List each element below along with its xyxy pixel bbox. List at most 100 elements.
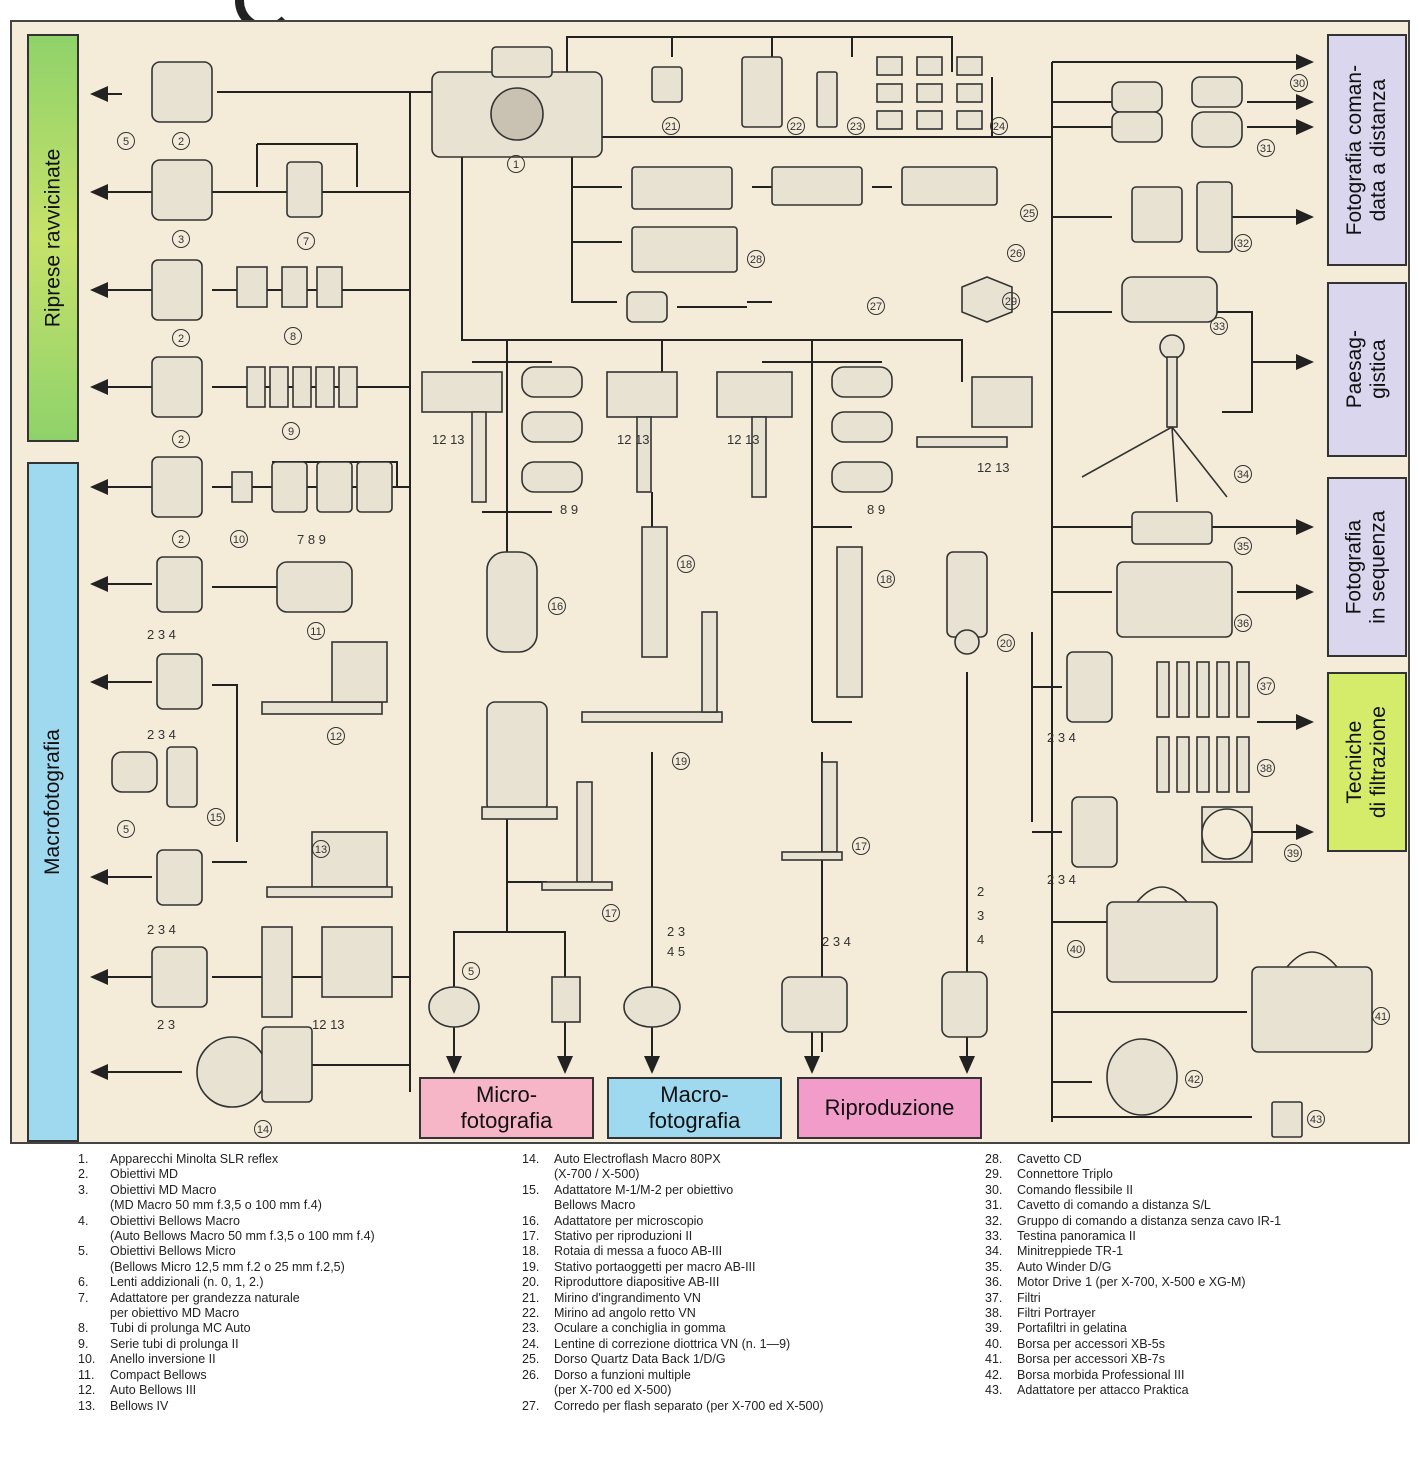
legend-item-number: 23.	[522, 1321, 540, 1336]
legend-item-text: Compact Bellows	[110, 1367, 207, 1382]
macrophotography-side-label: Macrofotografia	[27, 462, 79, 1142]
legend-item: 19.Stativo portaoggetti per macro AB-III	[522, 1260, 824, 1275]
legend-item-text: Stativo per riproduzioni II	[554, 1229, 693, 1244]
legend-item-text: Dorso a funzioni multiple	[554, 1367, 691, 1382]
legend-item-text: Lentine di correzione diottrica VN (n. 1…	[554, 1336, 791, 1351]
legend-item-text: Adattatore M-1/M-2 per obiettivo	[554, 1182, 734, 1197]
legend-item-number: 18.	[522, 1244, 540, 1259]
legend-item: 29.Connettore Triplo	[985, 1167, 1281, 1182]
legend-item-number: 32.	[985, 1213, 1003, 1228]
legend-item-text: Rotaia di messa a fuoco AB-III	[554, 1244, 723, 1259]
part-number: 29	[1002, 292, 1020, 310]
part-number: 18	[877, 570, 895, 588]
legend-item-number: 40.	[985, 1336, 1003, 1351]
part-number: 32	[1234, 234, 1252, 252]
legend-item: 40.Borsa per accessori XB-5s	[985, 1337, 1281, 1352]
legend-item-text: Apparecchi Minolta SLR reflex	[110, 1152, 279, 1166]
microphotography-label: Micro- fotografia	[419, 1077, 594, 1139]
legend-item-text: Tubi di prolunga MC Auto	[110, 1321, 251, 1336]
part-number: 2	[172, 530, 190, 548]
part-number: 34	[1234, 465, 1252, 483]
legend-item-text: (MD Macro 50 mm f.3,5 o 100 mm f.4)	[110, 1198, 322, 1213]
legend-item: 7.Adattatore per grandezza naturale	[78, 1291, 375, 1306]
legend-item-text: Portafiltri in gelatina	[1017, 1321, 1127, 1336]
legend-item-text: Motor Drive 1 (per X-700, X-500 e XG-M)	[1017, 1275, 1246, 1290]
legend-item-text: per obiettivo MD Macro	[110, 1306, 240, 1321]
legend-item-number: 33.	[985, 1229, 1003, 1244]
system-diagram-panel: Riprese ravvicinate Macrofotografia Foto…	[10, 20, 1410, 1144]
reproduction-label: Riproduzione	[797, 1077, 982, 1139]
legend-item-number: 42.	[985, 1367, 1003, 1382]
legend-item: 32. Gruppo di comando a distanza senza ca…	[985, 1214, 1281, 1229]
legend-item-text: Serie tubi di prolunga II	[110, 1336, 239, 1351]
legend-item-number	[522, 1383, 554, 1398]
part-number: 2 3 4	[1047, 872, 1076, 887]
legend-item-number	[78, 1229, 110, 1244]
part-number: 41	[1372, 1007, 1390, 1025]
legend-item-number: 9.	[78, 1336, 89, 1351]
macrophotography-bottom-label: Macro- fotografia	[607, 1077, 782, 1139]
part-number: 3	[172, 230, 190, 248]
landscape-label: Paesag- gistica	[1327, 282, 1407, 457]
part-number: 2 3 4	[147, 627, 176, 642]
legend-item-text: Anello inversione II	[110, 1352, 216, 1367]
part-number: 13	[312, 840, 330, 858]
sequence-photography-label: Fotografia in sequenza	[1327, 477, 1407, 657]
legend-item-number: 5.	[78, 1244, 89, 1259]
legend-item-number: 14.	[522, 1152, 540, 1166]
legend-item: 4.Obiettivi Bellows Macro	[78, 1214, 375, 1229]
legend-item: 18. Rotaia di messa a fuoco AB-III	[522, 1244, 824, 1259]
legend-item-text: Obiettivi MD Macro	[110, 1182, 217, 1197]
legend-item-number	[78, 1306, 110, 1321]
part-number: 5	[117, 820, 135, 838]
legend-item-text: (per X-700 ed X-500)	[554, 1383, 672, 1398]
legend-item-number: 3.	[78, 1182, 89, 1197]
legend-item: 42.Borsa morbida Professional III	[985, 1368, 1281, 1383]
legend-item-text: Cavetto CD	[1017, 1152, 1082, 1166]
legend-item-number: 16.	[522, 1213, 540, 1228]
legend-item-text: Testina panoramica II	[1017, 1229, 1136, 1244]
legend-item: 10.Anello inversione II	[78, 1352, 375, 1367]
connection-lines	[90, 36, 1373, 1138]
legend-item: 26.Dorso a funzioni multiple	[522, 1368, 824, 1383]
part-number: 16	[548, 597, 566, 615]
legend-item-number	[78, 1198, 110, 1213]
part-number: 2	[172, 430, 190, 448]
legend-item: 6.Lenti addizionali (n. 0, 1, 2.)	[78, 1275, 375, 1290]
legend-item: 21.Mirino d'ingrandimento VN	[522, 1291, 824, 1306]
part-number: 5	[462, 962, 480, 980]
legend-item: 28.Cavetto CD	[985, 1152, 1281, 1167]
legend-item: 3. Obiettivi MD Macro	[78, 1183, 375, 1198]
part-number: 43	[1307, 1110, 1325, 1128]
legend-item-text: Corredo per flash separato (per X-700 ed…	[554, 1398, 824, 1413]
part-number: 33	[1210, 317, 1228, 335]
part-number: 12 13	[977, 460, 1010, 475]
part-number: 1	[507, 155, 525, 173]
part-number: 40	[1067, 940, 1085, 958]
legend-item-number: 4.	[78, 1213, 89, 1228]
legend-item-number: 30.	[985, 1182, 1003, 1197]
part-number: 12 13	[312, 1017, 345, 1032]
legend-item-text: Dorso Quartz Data Back 1/D/G	[554, 1352, 726, 1367]
legend-item-number: 20.	[522, 1275, 540, 1290]
legend-item-text: Bellows IV	[110, 1398, 169, 1413]
part-number: 35	[1234, 537, 1252, 555]
legend-item: 12.Auto Bellows III	[78, 1383, 375, 1398]
part-number: 7	[297, 232, 315, 250]
legend-item-number: 27.	[522, 1398, 540, 1413]
legend-item: 27. Corredo per flash separato (per X-700…	[522, 1399, 824, 1414]
legend-item-number: 7.	[78, 1290, 89, 1305]
legend-item: 13.Bellows IV	[78, 1399, 375, 1414]
part-number: 37	[1257, 677, 1275, 695]
legend-item-text: (Auto Bellows Macro 50 mm f.3,5 o 100 mm…	[110, 1229, 375, 1244]
part-number: 21	[662, 117, 680, 135]
legend-item-text: Gruppo di comando a distanza senza cavo …	[1017, 1213, 1282, 1228]
part-number: 8 9	[867, 502, 886, 517]
legend-item-number: 29.	[985, 1167, 1003, 1182]
part-number: 8 9	[560, 502, 579, 517]
legend-item: 1.Apparecchi Minolta SLR reflex	[78, 1152, 375, 1167]
legend-item-number	[78, 1260, 110, 1275]
legend-item-number: 38.	[985, 1306, 1003, 1321]
